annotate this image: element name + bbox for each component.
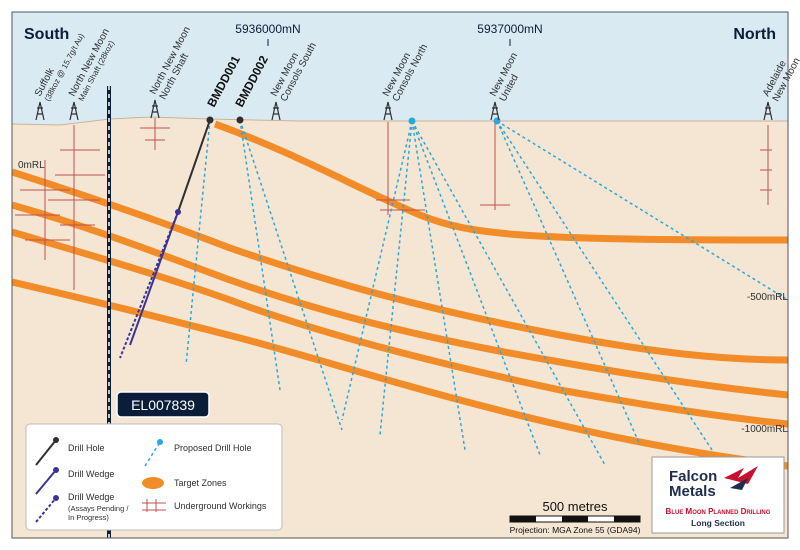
headframe-icon [150,99,160,119]
headframe-icon [490,101,500,121]
headframe-icons [35,99,773,121]
target-zone-1 [12,168,788,364]
svg-text:Drill Hole: Drill Hole [68,443,105,453]
drill-hole-bmdd001-trace [177,119,211,213]
proposed-hole [185,119,211,366]
logo-caption: Long Section [691,518,745,528]
ground-surface-line [12,116,788,126]
proposed-hole [496,120,788,301]
falcon-logo-icon [724,466,758,490]
legend: Drill Hole Drill Wedge Drill Wedge (Assa… [25,423,283,531]
proposed-hole [239,119,343,431]
headframe-icon [35,101,45,121]
drill-wedge-trace [129,211,179,346]
drill-wedge-pending-trace [119,211,179,359]
headframe-icon [271,101,281,121]
projection-label: Projection: MGA Zone 55 (GDA94) [510,525,641,535]
target-zone-2 [12,201,788,399]
tenement-badge: EL007839 [116,391,210,418]
logo-text: Metals [669,483,716,500]
wedge-kickoff-point [175,209,181,215]
target-zone-upper [213,120,788,244]
legend-item-drill-wedge-pending: Drill Wedge (Assays Pending / In Progres… [35,492,129,523]
collar-bmdd001 [206,116,214,124]
svg-text:Drill Wedge: Drill Wedge [68,492,114,502]
easting-label: 5936000mN [235,22,300,36]
scale-bar: 500 metres Projection: MGA Zone 55 (GDA9… [509,499,641,535]
legend-item-underground: Underground Workings [142,499,267,512]
legend-item-target-zones: Target Zones [142,477,227,489]
easting-label: 5937000mN [477,22,542,36]
headframe-icon [69,101,79,121]
headframe-icon [763,101,773,121]
svg-text:Target Zones: Target Zones [174,478,227,488]
proposed-drill-holes [185,119,788,466]
tenement-label: EL007839 [131,397,195,413]
underground-workings [15,118,772,290]
headframe-icon [383,101,393,121]
legend-item-proposed: Proposed Drill Hole [144,439,252,467]
elevation-label-1000: -1000mRL [741,424,788,435]
elevation-label-0: 0mRL [18,160,45,171]
scale-label: 500 metres [542,499,608,514]
proposed-hole [496,120,641,446]
svg-text:Drill Wedge: Drill Wedge [68,469,114,479]
falcon-metals-logo-panel: Falcon Metals Blue Moon Planned Drilling… [651,456,785,534]
svg-text:Underground Workings: Underground Workings [174,501,267,511]
legend-item-drill-hole: Drill Hole [35,437,105,466]
north-label: North [733,26,776,43]
logo-subtitle: Blue Moon Planned Drilling [666,507,771,516]
proposed-hole [379,120,413,436]
collar-bmdd002 [236,116,244,124]
logo-text: Falcon [669,468,717,485]
target-zone-3 [12,228,788,428]
svg-text:(Assays Pending /: (Assays Pending / [68,504,129,513]
svg-text:In Progress): In Progress) [68,513,109,522]
south-label: South [24,26,69,43]
elevation-label-500: -500mRL [747,292,789,303]
svg-text:Proposed Drill Hole: Proposed Drill Hole [174,443,252,453]
diagram-frame [11,11,789,539]
proposed-hole [411,120,466,451]
legend-item-drill-wedge: Drill Wedge [35,467,114,495]
drilled-holes [119,116,244,359]
